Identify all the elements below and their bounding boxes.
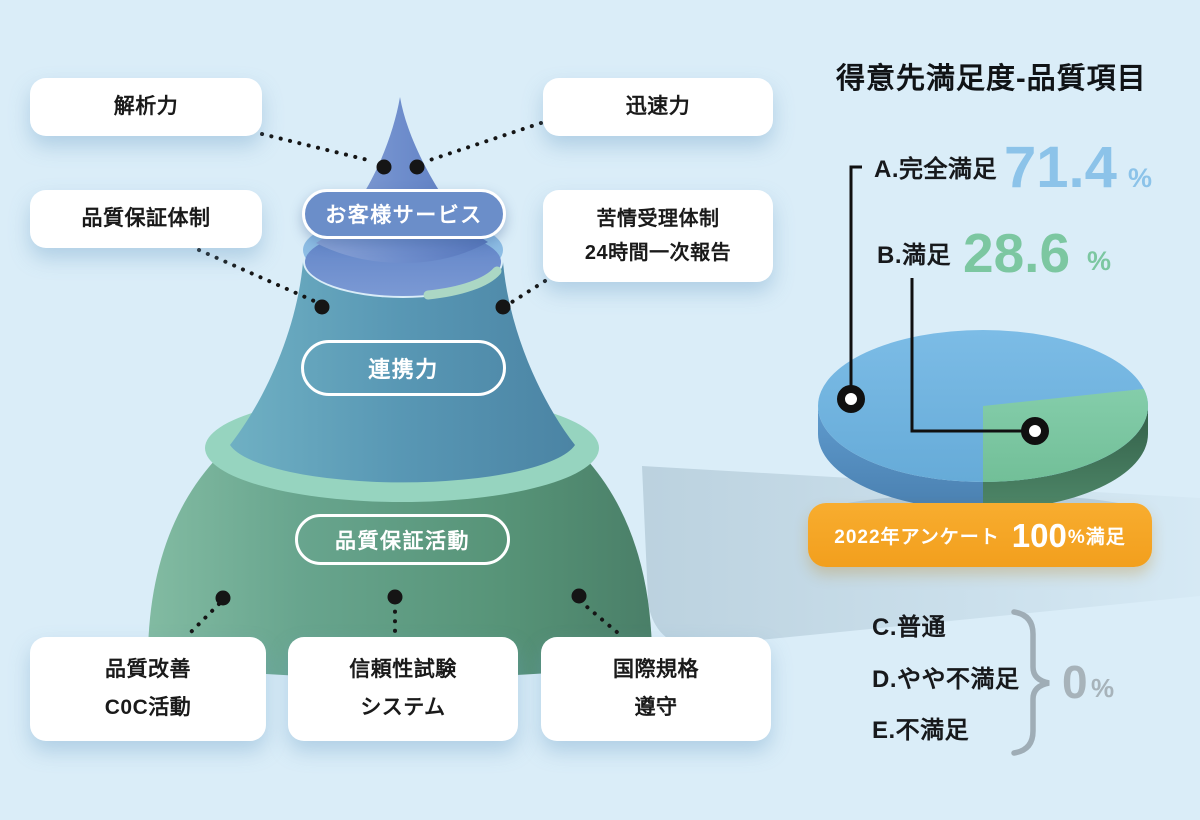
card-line: 遵守: [634, 696, 678, 719]
segment-a-unit: %: [1128, 163, 1153, 193]
segment-b-unit: %: [1087, 246, 1112, 276]
card-reliability-test-system: 信頼性試験 システム: [288, 637, 518, 741]
connector-anchor-dots: [215, 159, 587, 606]
survey-result-banner: 2022年アンケート 100 %満足: [808, 503, 1152, 567]
card-international-standards: 国際規格 遵守: [541, 637, 771, 741]
segment-a-label: A.完全満足: [874, 156, 997, 183]
zero-group-brace: [1011, 609, 1050, 756]
cone-level-3-label: 品質保証活動: [295, 514, 510, 565]
chart-title: 得意先満足度-品質項目: [836, 63, 1147, 95]
segment-b-value: 28.6: [963, 222, 1071, 284]
pie-side-blue: [818, 406, 983, 510]
segment-a-value: 71.4: [1004, 135, 1117, 200]
dotted-connector-lines: [188, 121, 620, 635]
segment-b-label: B.満足: [877, 242, 951, 269]
zero-group-value: 0: [1062, 656, 1088, 708]
card-line: 苦情受理体制: [596, 208, 720, 230]
pie-pointer-a: [837, 165, 865, 413]
pie-chart: [818, 330, 1149, 534]
card-rapid-response: 迅速力: [543, 78, 773, 136]
card-quality-assurance-system: 品質保証体制: [30, 190, 262, 248]
banner-suffix: %満足: [1067, 526, 1126, 548]
segment-e-label: E.不満足: [872, 717, 970, 744]
base-mint-crescent: [423, 266, 502, 300]
card-line: C0C活動: [104, 696, 192, 719]
card-line: 迅速力: [625, 95, 691, 119]
segment-c-label: C.普通: [872, 614, 946, 641]
zero-group-unit: %: [1091, 673, 1115, 703]
banner-prefix: 2022年アンケート: [834, 526, 1000, 548]
card-line: 品質保証体制: [81, 207, 211, 231]
cone-level-1-label: お客様サービス: [302, 189, 506, 239]
card-line: 24時間一次報告: [584, 242, 732, 264]
pie-slice-b-top: [983, 388, 1149, 482]
card-line: 信頼性試験: [349, 658, 457, 682]
segment-d-label: D.やや不満足: [872, 666, 1020, 693]
cone-level-2: [230, 262, 575, 483]
card-line: システム: [360, 696, 446, 719]
card-line: 品質改善: [105, 658, 191, 682]
card-line: 国際規格: [613, 658, 699, 682]
card-analysis-capability: 解析力: [30, 78, 262, 136]
card-quality-improvement: 品質改善 C0C活動: [30, 637, 266, 741]
banner-value: 100: [1011, 516, 1067, 554]
card-line: 解析力: [113, 95, 179, 119]
card-complaint-reception: 苦情受理体制 24時間一次報告: [543, 190, 773, 282]
pie-pointer-b: [910, 278, 1049, 445]
pie-side-green: [983, 406, 1148, 510]
cone-level-2-label: 連携力: [301, 340, 506, 396]
